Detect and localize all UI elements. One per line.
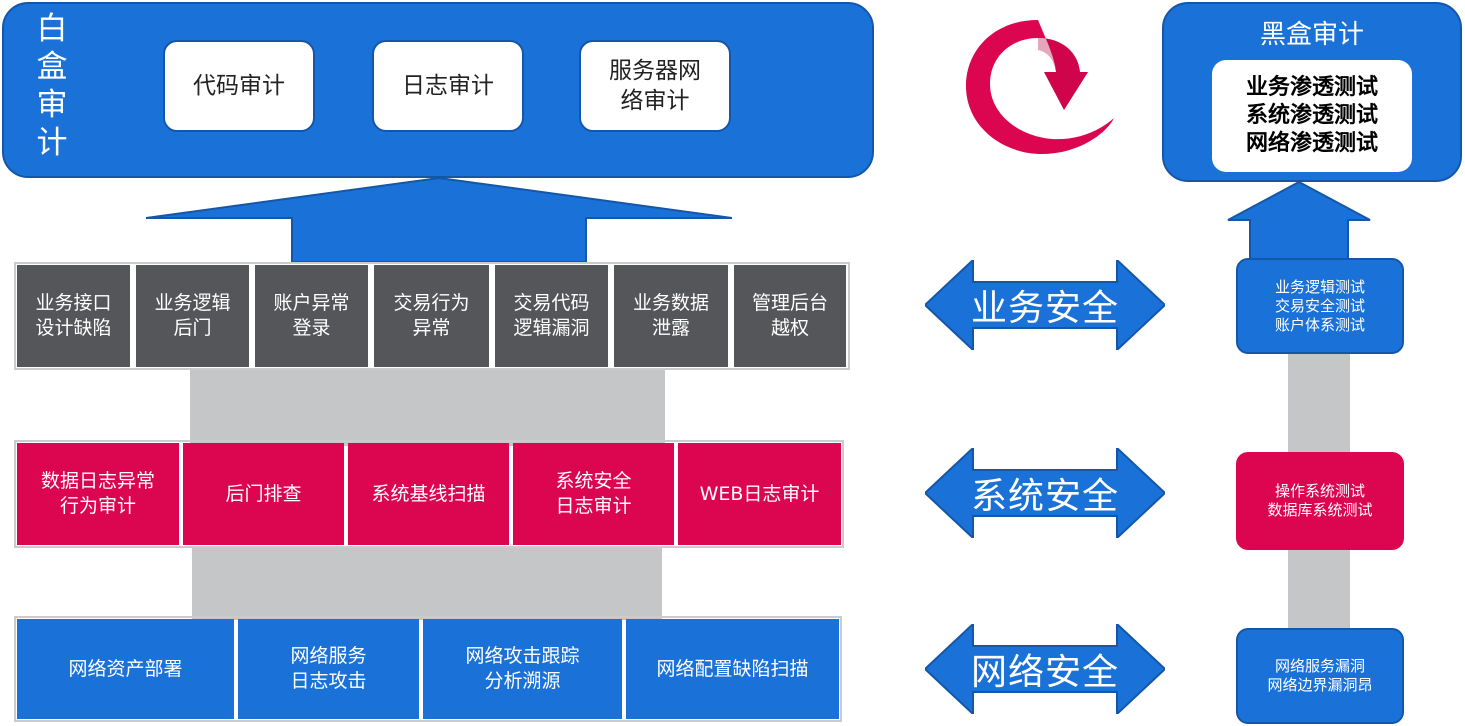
business-test-item: 业务逻辑测试 <box>1274 277 1365 296</box>
connector-system-network <box>192 546 662 620</box>
business-tile-2: 账户异常 登录 <box>255 265 368 367</box>
system-tile-0: 数据日志异常 行为审计 <box>17 443 179 545</box>
business-tile-label: 交易行为 异常 <box>393 292 470 339</box>
system-tile-3: 系统安全 日志审计 <box>513 443 674 545</box>
network-tile-1: 网络服务 日志攻击 <box>238 619 419 719</box>
white-box-item-code-audit: 代码审计 <box>163 40 315 132</box>
network-tile-2: 网络攻击跟踪 分析溯源 <box>423 619 622 719</box>
business-tile-label: 管理后台 越权 <box>751 292 828 339</box>
white-box-item-log-audit: 日志审计 <box>372 40 524 132</box>
system-tile-label: 后门排查 <box>225 482 302 505</box>
up-arrow-icon <box>146 178 732 262</box>
black-box-item: 网络渗透测试 <box>1245 131 1378 156</box>
system-tile-label: 系统安全 日志审计 <box>555 470 632 517</box>
white-box-title-char: 计 <box>36 125 68 161</box>
white-box-title-char: 盒 <box>36 49 68 85</box>
system-tests-box: 操作系统测试 数据库系统测试 <box>1236 452 1404 550</box>
business-test-item: 账户体系测试 <box>1274 315 1365 334</box>
cycle-arrow-icon <box>966 20 1114 154</box>
network-tile-label: 网络配置缺陷扫描 <box>656 657 809 680</box>
double-arrow-icon <box>925 448 1165 538</box>
double-arrow-icon <box>925 624 1165 714</box>
network-test-item: 网络服务漏洞 <box>1274 657 1365 675</box>
system-tile-4: WEB日志审计 <box>678 443 841 545</box>
black-box-items: 业务渗透测试 系统渗透测试 网络渗透测试 <box>1212 60 1412 172</box>
business-tile-label: 业务数据 泄露 <box>632 292 709 339</box>
business-tile-0: 业务接口 设计缺陷 <box>17 265 130 367</box>
connector-right-lower <box>1288 548 1350 630</box>
business-tests-box: 业务逻辑测试 交易安全测试 账户体系测试 <box>1236 258 1404 354</box>
arrow-label-business: 业务安全 <box>970 288 1119 329</box>
white-box-title: 白 盒 审 计 <box>34 10 70 162</box>
arrow-label-system: 系统安全 <box>970 476 1119 517</box>
network-test-item: 网络边界漏洞昂 <box>1267 676 1373 694</box>
business-tile-3: 交易行为 异常 <box>374 265 489 367</box>
arrow-label-network: 网络安全 <box>970 652 1119 693</box>
system-test-item: 操作系统测试 <box>1274 482 1365 500</box>
system-tile-label: 数据日志异常 行为审计 <box>40 470 155 517</box>
black-box-item: 业务渗透测试 <box>1245 75 1378 100</box>
system-tile-label: 系统基线扫描 <box>371 482 486 505</box>
network-tile-label: 网络攻击跟踪 分析溯源 <box>465 645 580 692</box>
network-row <box>14 616 842 722</box>
double-arrow-icon <box>925 260 1165 350</box>
white-box-title-char: 审 <box>36 87 68 123</box>
business-tile-4: 交易代码 逻辑漏洞 <box>495 265 608 367</box>
business-tile-label: 交易代码 逻辑漏洞 <box>513 292 590 339</box>
business-tile-1: 业务逻辑 后门 <box>136 265 249 367</box>
network-tile-label: 网络资产部署 <box>68 657 183 680</box>
network-tile-label: 网络服务 日志攻击 <box>290 645 367 692</box>
connector-right-upper <box>1288 354 1350 454</box>
system-test-item: 数据库系统测试 <box>1267 501 1373 519</box>
business-tile-6: 管理后台 越权 <box>734 265 846 367</box>
business-tile-5: 业务数据 泄露 <box>614 265 728 367</box>
black-box-item: 系统渗透测试 <box>1245 103 1378 128</box>
system-tile-label: WEB日志审计 <box>699 482 820 505</box>
business-tile-label: 账户异常 登录 <box>273 292 350 339</box>
network-tile-3: 网络配置缺陷扫描 <box>626 619 839 719</box>
business-test-item: 交易安全测试 <box>1274 296 1365 315</box>
white-box-title-char: 白 <box>36 11 68 47</box>
network-tile-0: 网络资产部署 <box>17 619 234 719</box>
business-row <box>14 262 850 370</box>
system-row <box>14 440 844 548</box>
white-box-item-server-network-audit: 服务器网 络审计 <box>579 40 731 132</box>
business-tile-label: 业务接口 设计缺陷 <box>35 292 112 339</box>
system-tile-2: 系统基线扫描 <box>348 443 509 545</box>
network-tests-box: 网络服务漏洞 网络边界漏洞昂 <box>1236 628 1404 724</box>
connector-business-system <box>190 368 665 446</box>
system-tile-1: 后门排查 <box>183 443 344 545</box>
business-tile-label: 业务逻辑 后门 <box>154 292 231 339</box>
up-arrow-icon <box>1227 180 1371 260</box>
black-box-title: 黑盒审计 <box>1259 20 1364 50</box>
